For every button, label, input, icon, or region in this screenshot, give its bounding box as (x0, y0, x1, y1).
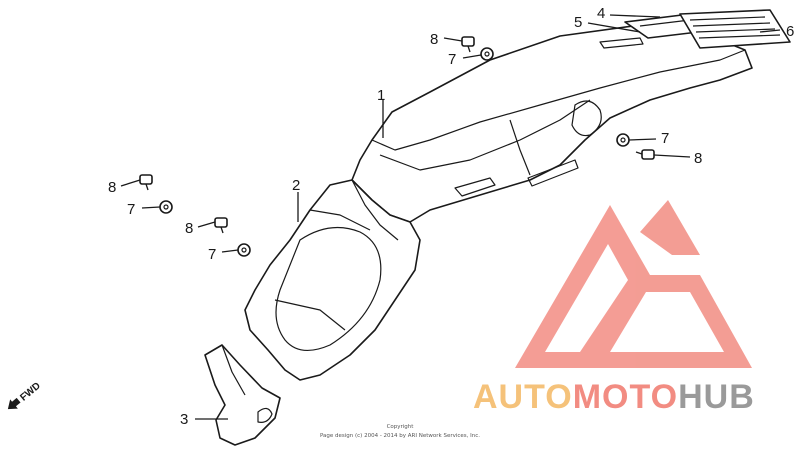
watermark-text: AUTOMOTOHUB (473, 378, 755, 416)
callout-5: 5 (574, 14, 582, 31)
callout-8-left: 8 (108, 179, 116, 196)
callout-6: 6 (786, 23, 794, 40)
callout-4: 4 (597, 5, 605, 22)
watermark-moto: MOTO (573, 378, 678, 416)
nut-icon (616, 133, 630, 147)
leader-lines (120, 14, 781, 420)
bolt-icon (214, 217, 228, 234)
nut-icon (237, 243, 251, 257)
fwd-label: FWD (18, 381, 43, 404)
watermark-logo-icon (515, 200, 752, 368)
callout-8-top: 8 (430, 31, 438, 48)
callout-7-left: 7 (127, 201, 135, 218)
callout-3: 3 (180, 411, 188, 428)
splash-guard-part (204, 344, 281, 446)
license-plate-bracket-part (679, 9, 791, 49)
rear-fender-part (351, 24, 753, 223)
inner-fender-part (244, 179, 421, 381)
copyright-line-2: Page design (c) 2004 - 2014 by ARI Netwo… (320, 433, 480, 439)
watermark-auto: AUTO (473, 378, 573, 416)
bolt-icon (461, 36, 475, 53)
callout-7-mid: 7 (208, 246, 216, 263)
nut-icon (159, 200, 173, 214)
callout-7-right: 7 (661, 130, 669, 147)
watermark-hub: HUB (678, 378, 755, 416)
callout-1: 1 (377, 87, 385, 104)
fwd-arrow-icon: FWD (7, 381, 43, 410)
callout-2: 2 (292, 177, 300, 194)
nut-icon (480, 47, 494, 61)
callout-8-right: 8 (694, 150, 702, 167)
bolt-icon (635, 149, 655, 160)
callout-7-top: 7 (448, 51, 456, 68)
copyright-line-1: Copyright (387, 424, 415, 430)
callout-8-mid: 8 (185, 220, 193, 237)
bolt-icon (139, 174, 153, 191)
